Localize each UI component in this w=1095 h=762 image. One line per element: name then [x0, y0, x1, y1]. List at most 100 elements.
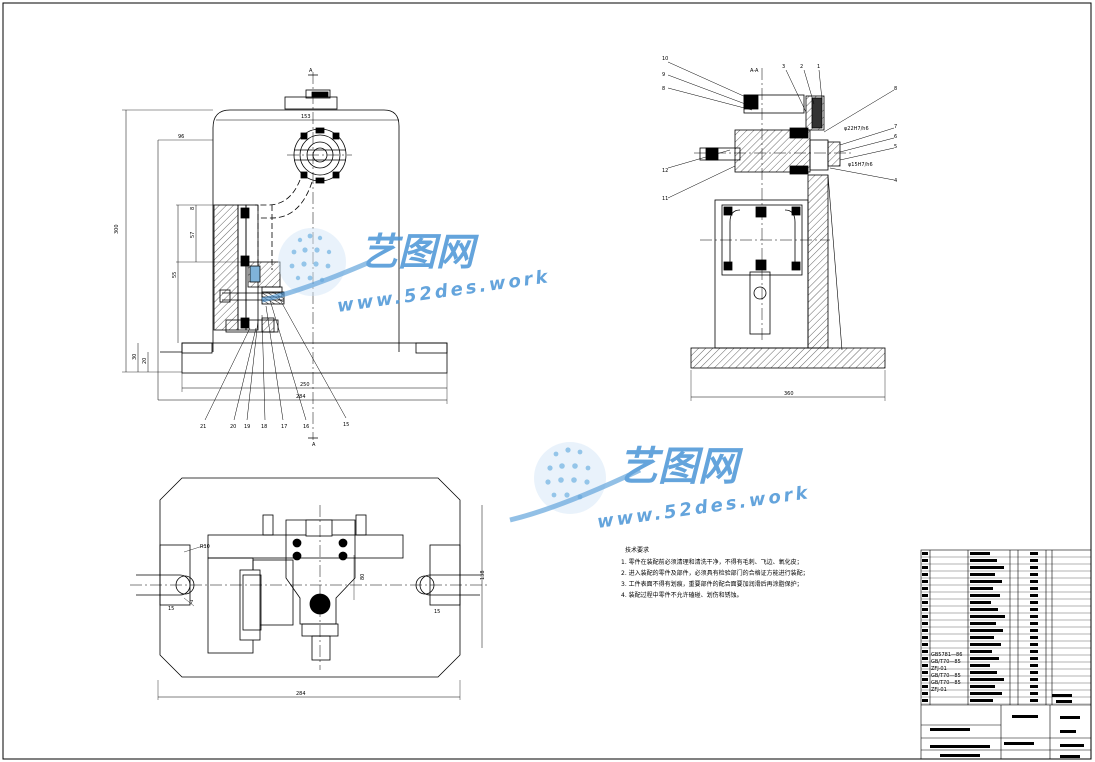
bom-cell-block [922, 692, 928, 695]
plan-r2: 7 [190, 600, 193, 606]
bom-cell-block [922, 629, 928, 632]
bom-cell-block [1030, 657, 1038, 660]
bom-std-1: GB5781—86 [931, 652, 962, 658]
front-view [122, 72, 448, 440]
bom-cell-block [1030, 608, 1038, 611]
bom-cell-block [922, 657, 928, 660]
bom-cell-block [970, 636, 994, 639]
bom-cell-block [970, 615, 1005, 618]
dim-d5: 20 [142, 358, 148, 364]
bom-cell-block [1030, 559, 1038, 562]
note-1: 1. 零件在装配前必须清理和清洗干净，不得有毛刺、飞边、氧化皮； [621, 558, 803, 566]
bom-cell-block [922, 566, 928, 569]
bom-cell-block [1030, 699, 1038, 702]
bom-cell-block [970, 594, 1000, 597]
balloon-15: 15 [343, 422, 349, 428]
bom-cell-block [922, 594, 928, 597]
balloon-20: 20 [230, 424, 236, 430]
label-10: 10 [662, 56, 668, 62]
bom-cell-block [970, 692, 1002, 695]
bom-cell-block [970, 587, 993, 590]
bom-cell-block [922, 699, 928, 702]
plan-width-dim: 284 [296, 691, 306, 697]
label-5: 5 [894, 144, 897, 150]
section-width-dim: 360 [784, 391, 794, 397]
label-4: 4 [894, 178, 897, 184]
bom-cell-block [970, 643, 1001, 646]
balloon-19: 19 [244, 424, 250, 430]
bom-cell-block [1030, 552, 1038, 555]
title-cell-block [1060, 744, 1084, 747]
bom-cell-block [970, 685, 995, 688]
bom-cell-block [970, 657, 999, 660]
bom-cell-block [922, 573, 928, 576]
bom-std-6: ZFJ-01 [931, 687, 947, 693]
bom-cell-block [922, 664, 928, 667]
label-7: 7 [894, 124, 897, 130]
bom-cell-block [970, 622, 996, 625]
bom-cell-block [922, 608, 928, 611]
dim-left-offset: 96 [178, 134, 184, 140]
plan-right-dim: 15 [434, 609, 440, 615]
fit-15: φ15H7/h6 [848, 162, 873, 168]
label-11: 11 [662, 196, 668, 202]
label-9: 9 [662, 72, 665, 78]
bom-cell-block [970, 601, 991, 604]
label-8-left: 8 [662, 86, 665, 92]
bom-cell-block [970, 573, 995, 576]
bom-cell-block [970, 699, 993, 702]
title-cell-block [1060, 716, 1080, 719]
bom-std-2: GB/T70—85 [931, 659, 961, 665]
dim-d2: 57 [190, 232, 196, 238]
bom-cell-block [970, 629, 1003, 632]
title-cell-block [1004, 742, 1034, 745]
section-mark-bottom: A [312, 442, 316, 448]
section-title: A-A [750, 68, 759, 74]
bom-cell-block [1030, 622, 1038, 625]
title-cell-block [930, 728, 970, 731]
bom-cell-block [922, 643, 928, 646]
section-view [667, 61, 895, 401]
dim-top-width: 153 [301, 114, 311, 120]
balloon-21: 21 [200, 424, 206, 430]
bom-std-4: GB/T70—85 [931, 673, 961, 679]
label-8-right: 8 [894, 86, 897, 92]
bom-cell-block [970, 608, 998, 611]
plan-radius: R10 [200, 544, 210, 550]
plan-center-dim: 80 [360, 574, 366, 580]
bom-cell-block [1030, 643, 1038, 646]
bom-cell-block [922, 580, 928, 583]
bom-cell-block [1030, 601, 1038, 604]
bom-cell-block [1030, 587, 1038, 590]
plan-view-labels: R10 7 15 15 80 138 284 [168, 544, 486, 697]
balloon-17: 17 [281, 424, 287, 430]
label-12: 12 [662, 168, 668, 174]
bom-std-3: ZFJ-01 [931, 666, 947, 672]
title-cell-block [930, 745, 990, 748]
bom-cell-block [922, 615, 928, 618]
title-cell-block [940, 754, 980, 757]
bom-cell-block [1030, 615, 1038, 618]
bom-cell-block [922, 559, 928, 562]
bom-cell-block [1030, 685, 1038, 688]
bom-fills [922, 552, 1084, 758]
bom-cell-block [970, 664, 990, 667]
watermark-middle: 艺图网 www.52des.work [509, 442, 812, 533]
bom-cell-block [970, 559, 997, 562]
note-3: 3. 工件表面不得有划痕，重要部件的配合面要加润滑后再涂脂保护； [621, 580, 803, 588]
section-view-labels: A-A 3 2 1 10 9 8 12 11 8 7 6 5 4 φ22H7/h… [662, 56, 897, 397]
section-mark-top: A [309, 68, 313, 74]
bom-cell-block [1030, 664, 1038, 667]
bom-cell-block [1030, 629, 1038, 632]
bom-cell-block [970, 678, 1004, 681]
dim-d4: 30 [132, 354, 138, 360]
watermark-brand-middle: 艺图网 [618, 444, 744, 490]
bom-cell-block [922, 671, 928, 674]
bom-cell-block [922, 636, 928, 639]
bom-std-5: GB/T70—85 [931, 680, 961, 686]
dim-d6: 250 [300, 382, 310, 388]
bom-cell-block [1030, 594, 1038, 597]
technical-notes: 技术要求 1. 零件在装配前必须清理和清洗干净，不得有毛刺、飞边、氧化皮； 2.… [621, 546, 809, 599]
